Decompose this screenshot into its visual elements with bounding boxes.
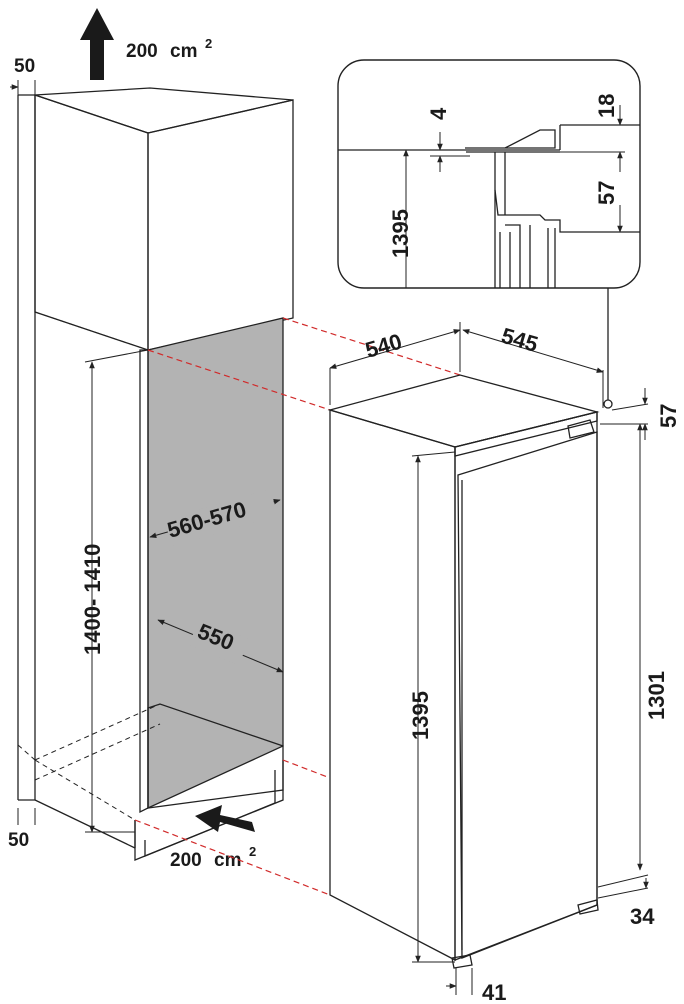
svg-text:2: 2 [249,844,256,859]
niche-height-label: 1400- 1410 [80,544,105,655]
top-clearance-label: 57 [656,404,681,428]
appliance [327,374,600,969]
gap-bottom-label: 50 [8,830,29,851]
callout-anchor [603,399,613,409]
appliance-height-right-label: 1301 [644,671,669,720]
detail-18-label: 18 [594,94,619,118]
detail-4-label: 4 [426,107,451,120]
vent-in-arrow-icon [195,805,255,832]
base-right-label: 34 [630,904,655,929]
detail-57-label: 57 [594,181,619,205]
vent-top-unit: cm [170,41,197,62]
base-front-label: 41 [482,980,506,1004]
appliance-width-label: 540 [362,329,404,363]
vent-bottom-area: 200 [170,850,202,871]
svg-text:2: 2 [205,36,212,51]
niche-opening [147,317,284,810]
kitchen-cabinet [17,87,294,861]
appliance-depth-label: 545 [499,323,541,357]
appliance-height-left-label: 1395 [408,691,433,740]
vent-top-area: 200 [126,41,158,62]
gap-top-label: 50 [14,56,35,77]
detail-callout: 18 57 4 1395 [337,59,641,289]
detail-1395-label: 1395 [388,209,413,258]
vent-bottom-unit: cm [214,850,241,871]
vent-up-arrow-icon [80,8,114,80]
appliance-door [457,431,598,959]
